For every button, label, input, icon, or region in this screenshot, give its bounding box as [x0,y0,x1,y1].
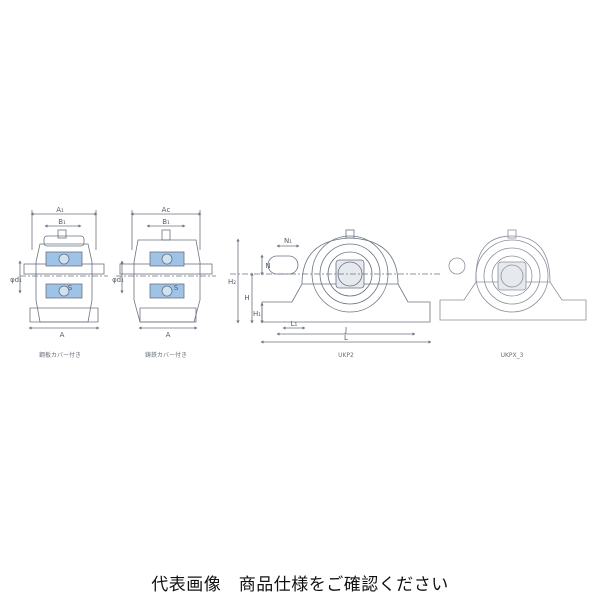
label-s: S [174,284,179,292]
label-n: N [265,262,270,270]
label-b1: B₁ [58,218,66,226]
label-phi-d1: φd₁ [112,276,124,284]
label-s: S [68,284,73,292]
figure-ukp2 [230,229,440,344]
figure-ukpx3-labels: UKPX_3 [501,352,524,359]
representative-image-notice: 代表画像 商品仕様をご確認ください [151,575,449,595]
label-l: L [344,334,348,342]
figure-cast-iron-cover-labels: Aᴄ B₁ φd₁ S A 鋳鉄カバー付き [112,206,187,359]
label-h1: H₁ [253,310,261,318]
label-a: A [60,331,65,339]
label-a: A [166,331,171,339]
caption-cast-iron-cover: 鋳鉄カバー付き [145,351,187,359]
figure-steel-cover-labels: A₁ B₁ φd₁ S A 鋼板カバー付き [10,206,81,359]
label-phi-d1: φd₁ [10,276,22,284]
label-a1: A₁ [56,206,64,214]
figure-ukp2-labels: N₁ N H₂ H H₁ L₁ J L UKP2 [228,237,354,359]
label-n1: N₁ [284,237,292,245]
caption-ukpx3: UKPX_3 [501,352,524,359]
label-l1: L₁ [291,320,298,328]
caption-steel-cover: 鋼板カバー付き [39,351,81,359]
label-ac: Aᴄ [162,206,171,214]
figure-cast-iron-cover [116,210,216,330]
label-b1: B₁ [162,218,170,226]
caption-ukp2: UKP2 [338,352,354,359]
figure-steel-cover [18,210,108,330]
figure-ukpx3 [439,229,587,321]
label-j: J [344,326,347,334]
label-h: H [244,294,249,302]
label-h2: H₂ [228,278,236,286]
